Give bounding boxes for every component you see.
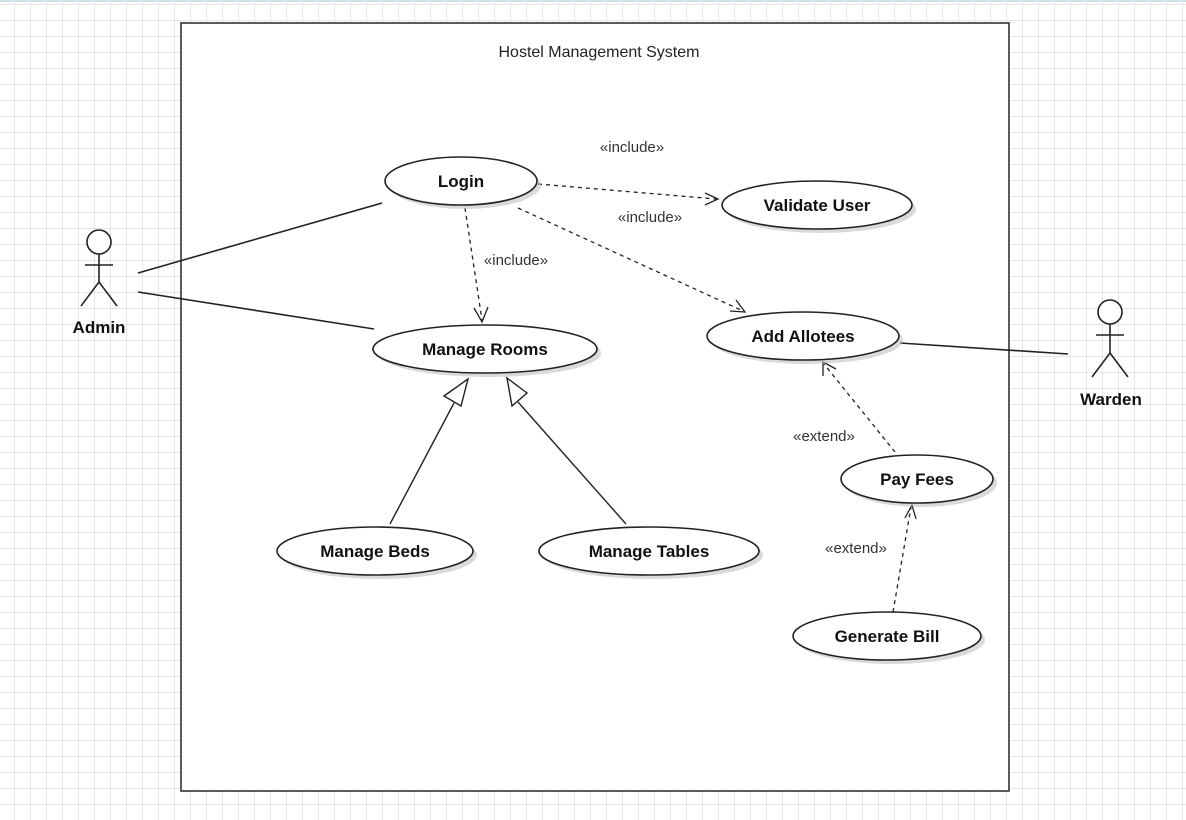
svg-text:Validate User: Validate User — [764, 196, 871, 215]
association-warden-add-allotees[interactable] — [899, 342, 1069, 355]
use-case-manage-beds[interactable]: Manage Beds — [276, 526, 477, 579]
use-case-login[interactable]: Login — [384, 156, 541, 209]
svg-text:Manage Rooms: Manage Rooms — [422, 340, 548, 359]
use-case-pay-fees[interactable]: Pay Fees — [840, 454, 997, 507]
extend-label: «extend» — [793, 428, 855, 445]
include-login-manage-rooms[interactable] — [464, 207, 489, 324]
extend-label: «extend» — [825, 540, 887, 557]
svg-text:Add Allotees: Add Allotees — [751, 327, 854, 346]
use-case-generate-bill[interactable]: Generate Bill — [792, 611, 985, 664]
include-login-add-allotees[interactable] — [517, 207, 747, 313]
system-boundary[interactable] — [180, 22, 1010, 792]
use-case-manage-tables[interactable]: Manage Tables — [538, 526, 763, 579]
svg-text:Manage Beds: Manage Beds — [320, 542, 430, 561]
actor-warden[interactable]: Warden — [1080, 299, 1142, 409]
use-case-add-allotees[interactable]: Add Allotees — [706, 311, 903, 364]
include-label: «include» — [618, 209, 682, 226]
association-admin-manage-rooms[interactable] — [137, 291, 375, 330]
svg-text:Login: Login — [438, 172, 484, 191]
include-label: «include» — [600, 139, 664, 156]
actor-label: Warden — [1080, 390, 1142, 409]
use-case-validate-user[interactable]: Validate User — [721, 180, 916, 233]
top-border — [0, 0, 1186, 2]
generalization-manage-beds[interactable] — [389, 377, 470, 525]
use-case-manage-rooms[interactable]: Manage Rooms — [372, 324, 601, 377]
actor-admin[interactable]: Admin — [73, 229, 126, 337]
stick-figure-icon — [80, 229, 118, 307]
svg-text:Generate Bill: Generate Bill — [835, 627, 940, 646]
include-login-validate-user[interactable] — [537, 183, 720, 206]
system-title: Hostel Management System — [499, 44, 700, 61]
association-admin-login[interactable] — [137, 202, 383, 274]
actor-label: Admin — [73, 318, 126, 337]
svg-text:Pay Fees: Pay Fees — [880, 470, 954, 489]
svg-text:Manage Tables: Manage Tables — [589, 542, 710, 561]
generalization-manage-tables[interactable] — [505, 376, 627, 525]
stick-figure-icon — [1091, 299, 1129, 378]
include-label: «include» — [484, 252, 548, 269]
